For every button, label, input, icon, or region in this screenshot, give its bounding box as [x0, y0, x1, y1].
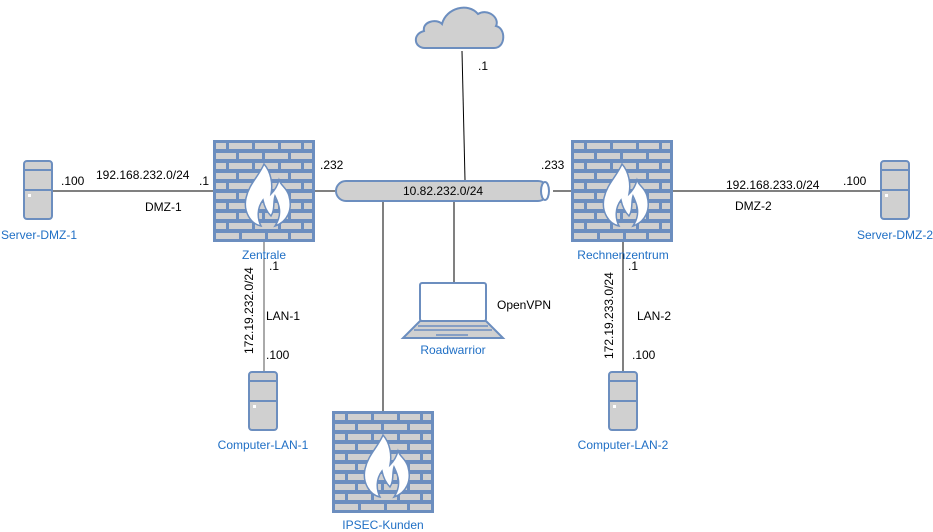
dmz1-fw-ip-label: .1	[199, 174, 210, 188]
lan1-fw-ip-label: .1	[269, 259, 280, 273]
cloud-icon[interactable]	[414, 6, 505, 49]
lan1-network-label: 172.19.232.0/24	[242, 267, 256, 354]
rechenzentrum-label: Rechnenzentrum	[577, 248, 669, 262]
dmz2-network-label: 192.168.233.0/24	[726, 178, 820, 192]
computer-lan1-label: Computer-LAN-1	[217, 438, 309, 452]
dmz1-network-label: 192.168.232.0/24	[96, 168, 190, 182]
dmz1-server-ip-label: .100	[61, 174, 85, 188]
dmz1-name-label: DMZ-1	[145, 200, 182, 214]
server-dmz1-label: Server-DMZ-1	[0, 228, 78, 242]
lan2-name-label: LAN-2	[637, 309, 672, 323]
backbone-label: 10.82.232.0/24	[403, 184, 484, 198]
rz-wan-ip-label: .233	[541, 158, 565, 172]
zentrale-label: Zentrale	[241, 248, 287, 262]
dmz2-name-label: DMZ-2	[735, 199, 772, 213]
roadwarrior-label: Roadwarrior	[420, 343, 486, 357]
server-icon-dmz2[interactable]	[880, 160, 910, 220]
laptop-icon[interactable]	[400, 282, 506, 339]
computer-icon-lan2[interactable]	[608, 371, 638, 431]
lan1-host-ip-label: .100	[266, 348, 290, 362]
lan2-network-label: 172.19.233.0/24	[602, 272, 616, 359]
firewall-icon-zentrale[interactable]	[212, 139, 316, 243]
lan1-name-label: LAN-1	[266, 309, 301, 323]
link-cloud-backbone	[461, 50, 466, 181]
cloud-ip-label: .1	[478, 59, 489, 73]
computer-icon-lan1[interactable]	[248, 371, 278, 431]
firewall-icon-ipsec[interactable]	[331, 410, 435, 514]
computer-lan2-label: Computer-LAN-2	[577, 438, 669, 452]
firewall-icon-rechenzentrum[interactable]	[570, 139, 674, 243]
server-icon-dmz1[interactable]	[23, 160, 53, 220]
lan2-fw-ip-label: .1	[628, 259, 639, 273]
openvpn-label: OpenVPN	[497, 298, 552, 312]
bus-pipe-icon[interactable]	[335, 180, 550, 202]
dmz2-server-ip-label: .100	[843, 174, 867, 188]
lan2-host-ip-label: .100	[632, 348, 656, 362]
ipsec-kunden-label: IPSEC-Kunden	[342, 518, 424, 532]
zentrale-wan-ip-label: .232	[320, 158, 344, 172]
server-dmz2-label: Server-DMZ-2	[856, 228, 933, 242]
